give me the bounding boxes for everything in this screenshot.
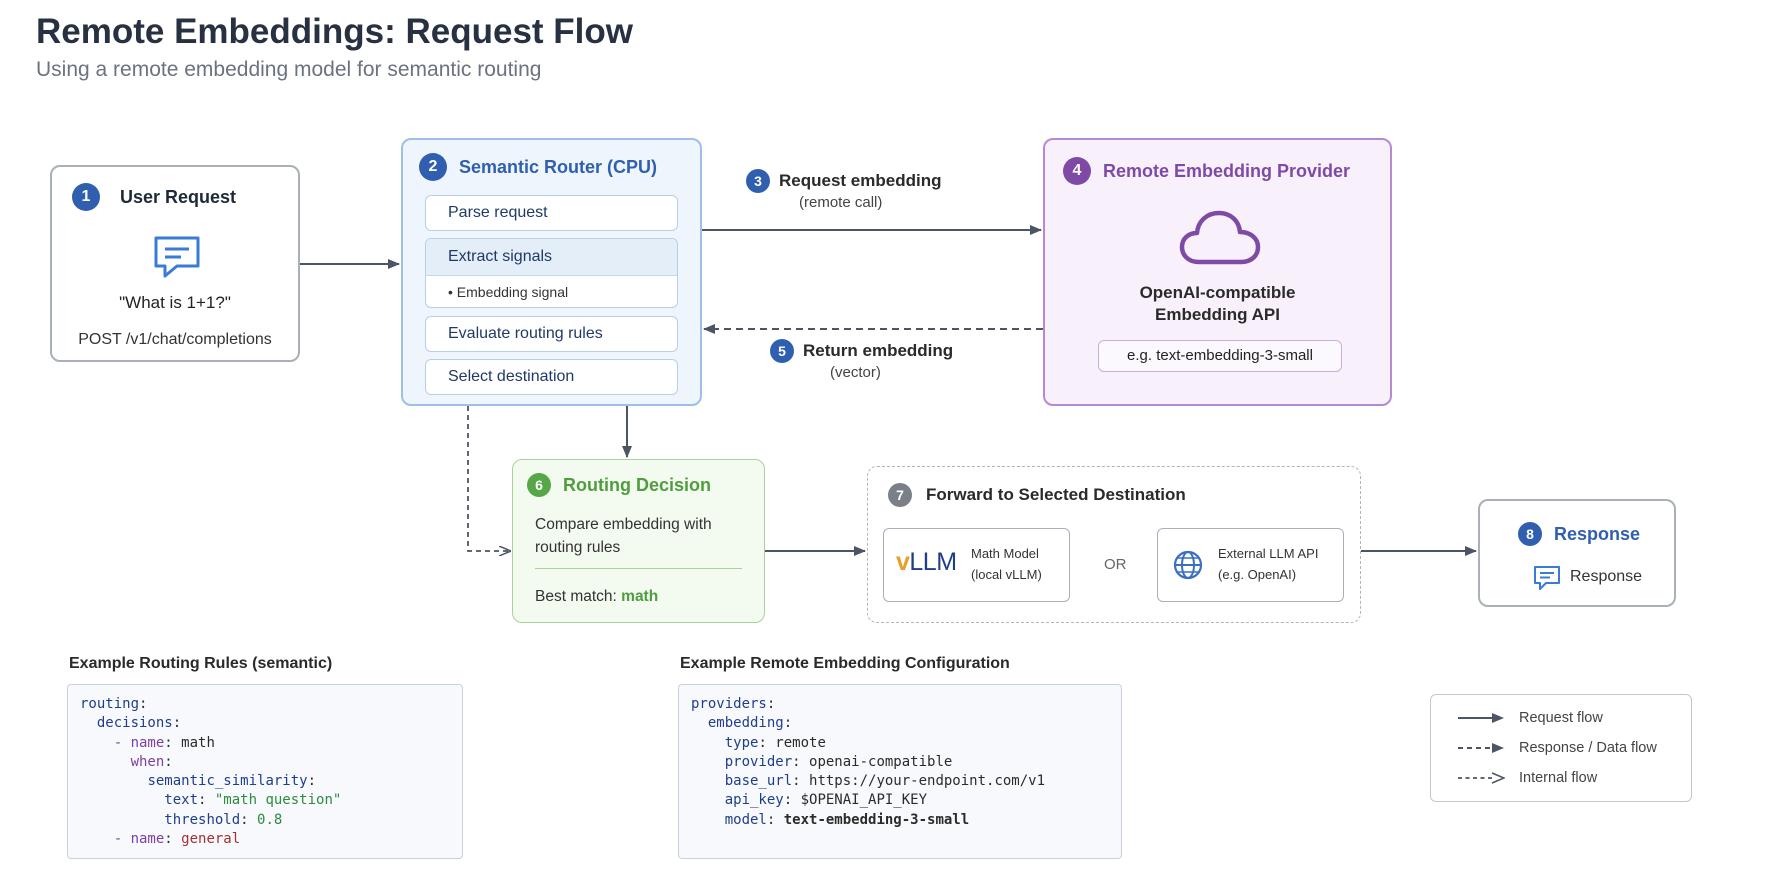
code-line: routing: xyxy=(80,696,148,712)
request-embedding-text: Request embedding xyxy=(779,171,942,190)
dashed-open-arrow-icon xyxy=(1458,772,1505,784)
user-request-box: 1 User Request "What is 1+1?" POST /v1/c… xyxy=(50,165,300,362)
router-header: 2 Semantic Router (CPU) xyxy=(419,153,657,181)
legend-internal-flow: Internal flow xyxy=(1457,770,1597,786)
globe-icon xyxy=(1173,550,1203,580)
decision-title: Routing Decision xyxy=(563,474,711,495)
step-parse-request: Parse request xyxy=(425,195,678,231)
response-label: Response xyxy=(1570,568,1643,585)
or-separator: OR xyxy=(1104,556,1127,573)
user-endpoint: POST /v1/chat/completions xyxy=(78,331,272,348)
remote-embedding-provider-box: 4 Remote Embedding Provider OpenAI-compa… xyxy=(1043,138,1392,406)
step-badge: 3 xyxy=(746,169,770,193)
user-request-title: User Request xyxy=(120,186,237,207)
response-header: 8 Response xyxy=(1518,522,1640,546)
destination-external-llm: External LLM API (e.g. OpenAI) xyxy=(1157,528,1344,602)
code-line: when: xyxy=(130,753,173,770)
return-embedding-text: Return embedding xyxy=(803,341,954,360)
config-example-title: Example Remote Embedding Configuration xyxy=(680,655,1010,672)
legend-response-flow: Response / Data flow xyxy=(1457,740,1657,756)
step-badge: 5 xyxy=(770,339,794,363)
vllm-line1: Math Model xyxy=(971,546,1039,561)
step-badge: 1 xyxy=(72,183,100,211)
code-line: api_key: $OPENAI_API_KEY xyxy=(724,792,928,809)
code-line: model: text-embedding-3-small xyxy=(724,811,970,828)
code-line: decisions: xyxy=(96,715,182,732)
code-line: text: "math question" xyxy=(164,792,342,809)
provider-api-line1: OpenAI-compatible xyxy=(1139,283,1296,302)
request-embedding-sub: (remote call) xyxy=(799,194,883,211)
external-llm-line1: External LLM API xyxy=(1218,546,1319,561)
step-select-destination: Select destination xyxy=(425,359,678,395)
decision-header: 6 Routing Decision xyxy=(527,473,711,497)
user-request-header: 1 User Request xyxy=(72,183,236,211)
legend: Request flow Response / Data flow Intern… xyxy=(1430,694,1692,802)
step-badge: 4 xyxy=(1063,157,1091,185)
page-title: Remote Embeddings: Request Flow xyxy=(36,12,633,51)
routing-decision-box: 6 Routing Decision Compare embedding wit… xyxy=(512,459,765,623)
step-evaluate-rules: Evaluate routing rules xyxy=(425,316,678,352)
forward-header: 7 Forward to Selected Destination xyxy=(888,483,1186,507)
code-line: semantic_similarity: xyxy=(147,773,317,790)
response-box: 8 Response Response xyxy=(1478,499,1676,607)
step-badge: 6 xyxy=(527,473,551,497)
cloud-icon xyxy=(1179,210,1261,265)
decision-description: Compare embedding with routing rules xyxy=(535,516,712,556)
chat-bubble-icon xyxy=(154,236,200,278)
decision-divider xyxy=(535,568,742,569)
dashed-arrow-icon xyxy=(1458,743,1504,753)
code-line: - name: general xyxy=(113,831,241,848)
chat-bubble-icon xyxy=(1534,566,1560,590)
return-embedding-label: 5 Return embedding xyxy=(770,339,953,363)
forward-destination-box: 7 Forward to Selected Destination vLLM M… xyxy=(867,466,1361,623)
request-embedding-label: 3 Request embedding xyxy=(746,169,941,193)
best-match-label: Best match: xyxy=(535,588,617,605)
solid-arrow-icon xyxy=(1458,713,1504,723)
embedding-signal-item: • Embedding signal xyxy=(448,284,569,300)
code-line: provider: openai-compatible xyxy=(724,753,953,770)
code-line: - name: math xyxy=(113,734,215,751)
code-line: base_url: https://your-endpoint.com/v1 xyxy=(724,773,1046,790)
legend-request-flow: Request flow xyxy=(1457,710,1603,726)
code-line: embedding: xyxy=(707,715,793,732)
step-extract-signals-group: Extract signals • Embedding signal xyxy=(425,238,678,308)
code-line: type: remote xyxy=(724,734,826,751)
router-title: Semantic Router (CPU) xyxy=(459,156,658,177)
provider-model-example: e.g. text-embedding-3-small xyxy=(1098,340,1342,372)
code-line: threshold: 0.8 xyxy=(164,811,283,828)
step-badge: 8 xyxy=(1518,522,1542,546)
page-subtitle: Using a remote embedding model for seman… xyxy=(36,58,542,81)
return-embedding-sub: (vector) xyxy=(830,364,881,381)
semantic-router-box: 2 Semantic Router (CPU) Parse request Ex… xyxy=(401,138,702,406)
forward-title: Forward to Selected Destination xyxy=(926,485,1186,504)
code-line: providers: xyxy=(691,696,776,712)
config-code-block: providers: embedding: type: remote provi… xyxy=(678,684,1122,859)
decision-best-match: Best match: math xyxy=(535,588,658,606)
rules-example-title: Example Routing Rules (semantic) xyxy=(69,655,333,672)
step-badge: 7 xyxy=(888,483,912,507)
rules-code-block: routing: decisions: - name: math when: s… xyxy=(67,684,463,859)
response-title: Response xyxy=(1554,523,1641,544)
step-extract-signals: Extract signals xyxy=(426,239,677,276)
legend-internal-flow-label: Internal flow xyxy=(1519,770,1598,786)
vllm-line2: (local vLLM) xyxy=(971,567,1042,582)
vllm-text: Math Model (local vLLM) xyxy=(971,543,1042,585)
external-llm-text: External LLM API (e.g. OpenAI) xyxy=(1218,543,1318,585)
external-llm-line2: (e.g. OpenAI) xyxy=(1218,567,1297,582)
provider-title: Remote Embedding Provider xyxy=(1103,160,1351,181)
rules-code: routing: decisions: - name: math when: s… xyxy=(68,685,462,859)
config-code: providers: embedding: type: remote provi… xyxy=(679,685,1121,840)
destination-vllm: vLLM Math Model (local vLLM) xyxy=(883,528,1070,602)
legend-response-flow-label: Response / Data flow xyxy=(1519,740,1657,756)
provider-api-line2: Embedding API xyxy=(1155,305,1280,324)
user-query: "What is 1+1?" xyxy=(119,293,231,312)
arrow-router-internal xyxy=(467,406,510,551)
legend-request-flow-label: Request flow xyxy=(1519,710,1603,726)
provider-api-label: OpenAI-compatible Embedding API xyxy=(1045,282,1390,326)
provider-header: 4 Remote Embedding Provider xyxy=(1063,157,1350,185)
step-badge: 2 xyxy=(419,153,447,181)
vllm-logo: vLLM xyxy=(896,548,957,576)
best-match-value: math xyxy=(621,588,659,605)
